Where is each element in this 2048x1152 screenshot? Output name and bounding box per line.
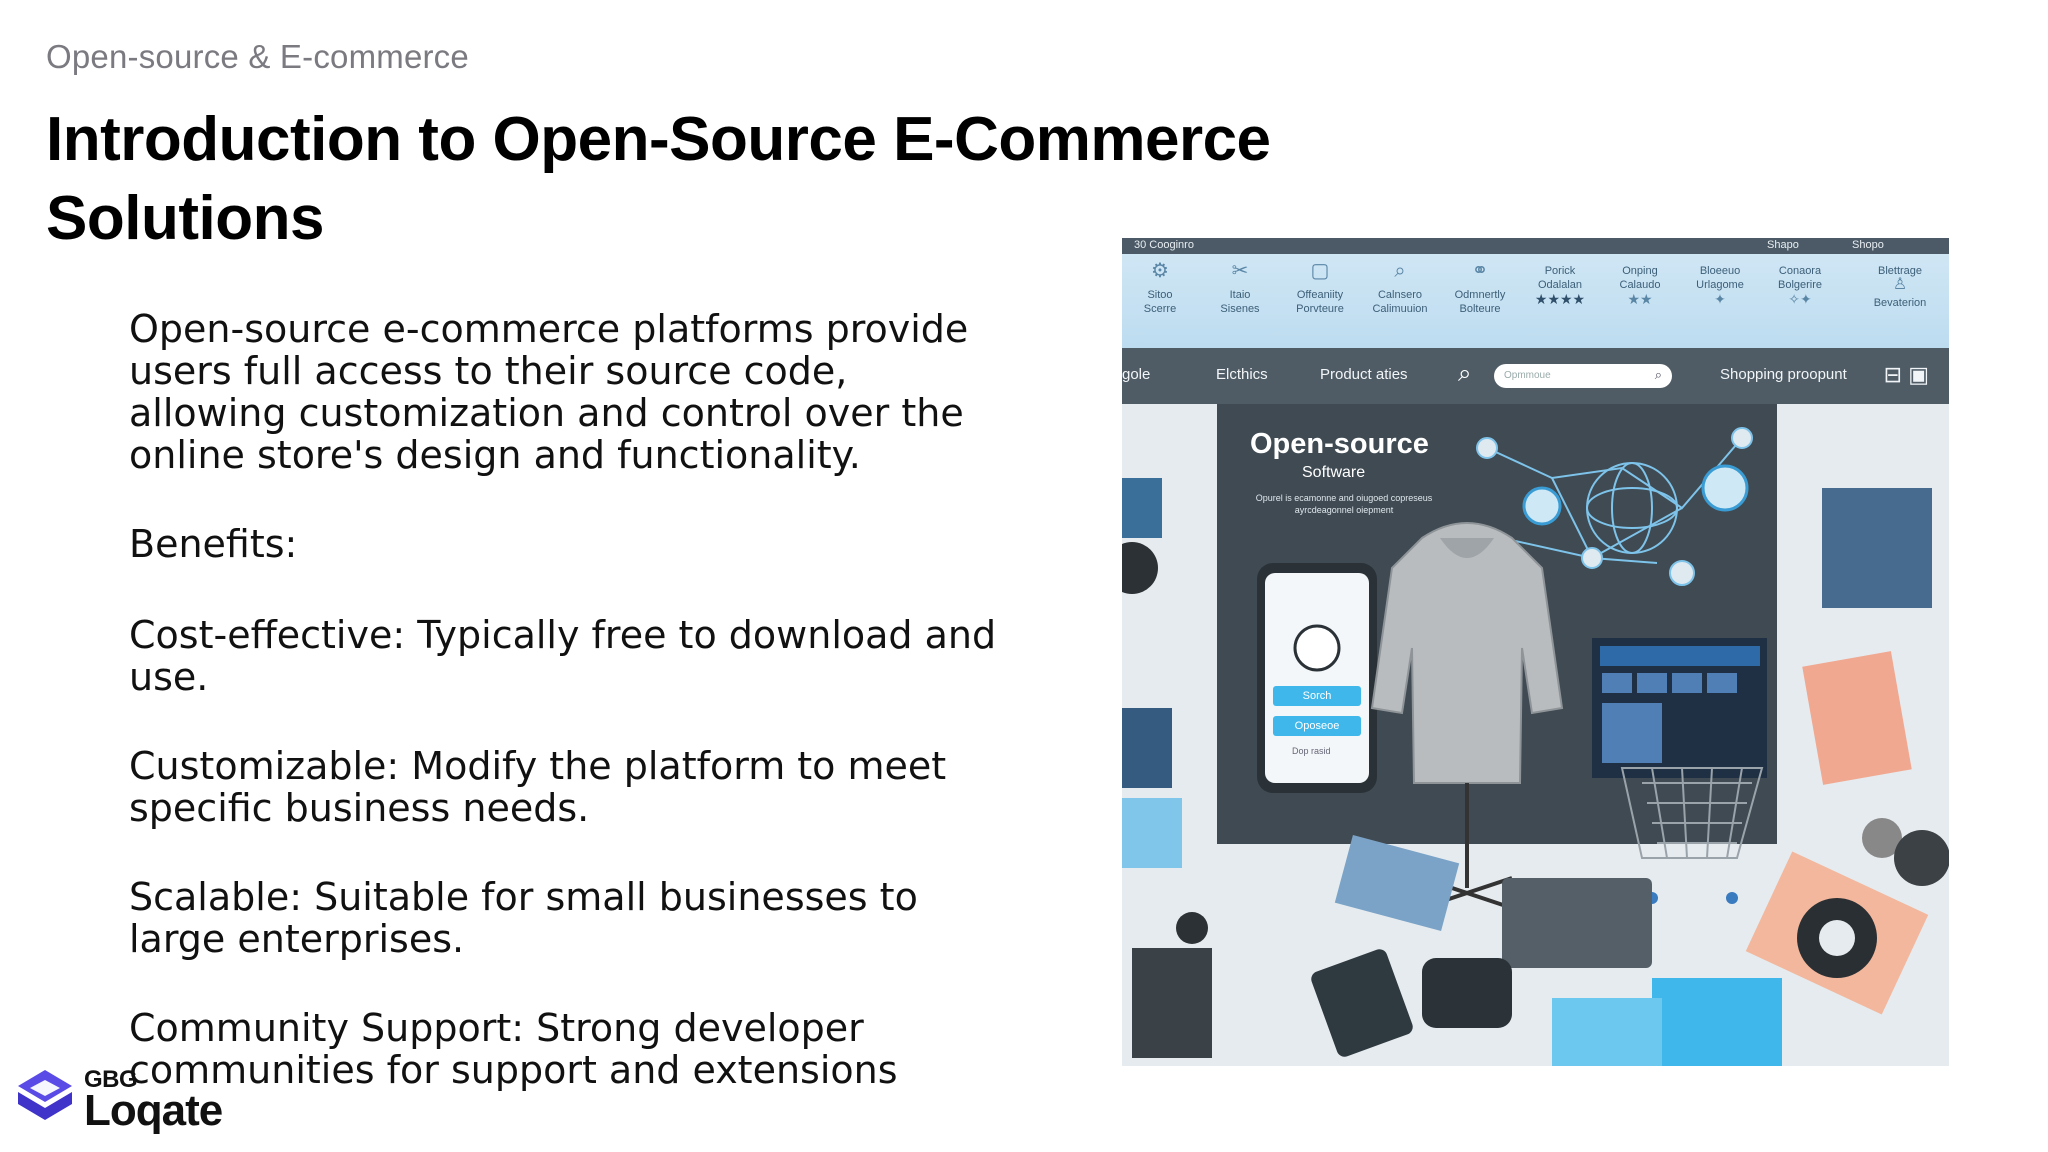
intro-paragraph: Open-source e-commerce platforms provide…: [129, 307, 969, 477]
benefit-cost: Cost-effective: Typically free to downlo…: [129, 613, 997, 699]
nav-item-1: Elcthics: [1216, 366, 1268, 383]
benefit-customizable: Customizable: Modify the platform to mee…: [129, 744, 947, 830]
cart-icon: ⊟ ▣: [1883, 362, 1929, 387]
topstrip-mid: Shapo: [1767, 239, 1799, 251]
benefits-heading: Benefits:: [129, 522, 298, 566]
category-10: Blettrage♙Bevaterion: [1862, 264, 1938, 310]
illustration-navbar: gole Elcthics Product aties ⌕ Opmmoue ⌕ …: [1122, 348, 1949, 404]
search-icon: ⌕: [1394, 260, 1406, 282]
poster-title: Open-source: [1250, 428, 1429, 460]
slide-kicker: Open-source & E-commerce: [46, 38, 469, 75]
nav-right: Shopping proopunt: [1720, 366, 1847, 383]
topstrip-right: Shopo: [1852, 239, 1884, 251]
topstrip-left: 30 Cooginro: [1134, 239, 1194, 251]
slide-title: Introduction to Open-Source E-Commerce S…: [46, 100, 1366, 258]
search-icon: ⌕: [1654, 367, 1662, 382]
gbg-loqate-logo: GBG Loqate: [14, 1066, 234, 1136]
slide-title-line-2: Solutions: [46, 184, 324, 253]
box-icon: ▢: [1310, 260, 1330, 282]
slide-title-line-1: Introduction to Open-Source E-Commerce: [46, 105, 1271, 174]
nav-left: gole: [1122, 366, 1151, 383]
nav-search-field: Opmmoue ⌕: [1494, 364, 1672, 388]
poster-description: Opurel is ecamonne and oiugoed copreseus…: [1255, 493, 1433, 515]
tools-icon: ✂: [1231, 260, 1249, 282]
illustration-top-strip: 30 Cooginro Shapo Shopo: [1122, 238, 1949, 254]
phone-button-1: Sorch: [1273, 686, 1361, 706]
phone-caption: Dop rasid: [1292, 746, 1331, 756]
logo-loqate-text: Loqate: [84, 1086, 223, 1135]
poster-subtitle: Software: [1302, 464, 1366, 481]
search-icon: ⌕: [1458, 360, 1472, 387]
illustration-scene: [1122, 404, 1949, 1066]
rating-icon: ★★: [1627, 291, 1653, 307]
benefit-scalable: Scalable: Suitable for small businesses …: [129, 875, 918, 961]
tag-icon: ✦: [1714, 291, 1726, 307]
user-icon: ♙: [1892, 276, 1908, 293]
nav-item-2: Product aties: [1320, 366, 1408, 383]
loqate-logo-icon: [18, 1070, 72, 1120]
phone-button-2: Oposeoe: [1273, 716, 1361, 736]
logo-gbg-text: GBG: [84, 1066, 138, 1093]
stars-icon: ★★★★: [1534, 291, 1586, 307]
link-icon: ⚭: [1471, 260, 1489, 282]
settings-icon: ⚙: [1151, 260, 1169, 282]
people-icon: ✧✦: [1788, 291, 1812, 307]
benefit-community: Community Support: Strong developer comm…: [129, 1006, 898, 1092]
slide-body: Open-source e-commerce platforms provide…: [129, 308, 1009, 1138]
